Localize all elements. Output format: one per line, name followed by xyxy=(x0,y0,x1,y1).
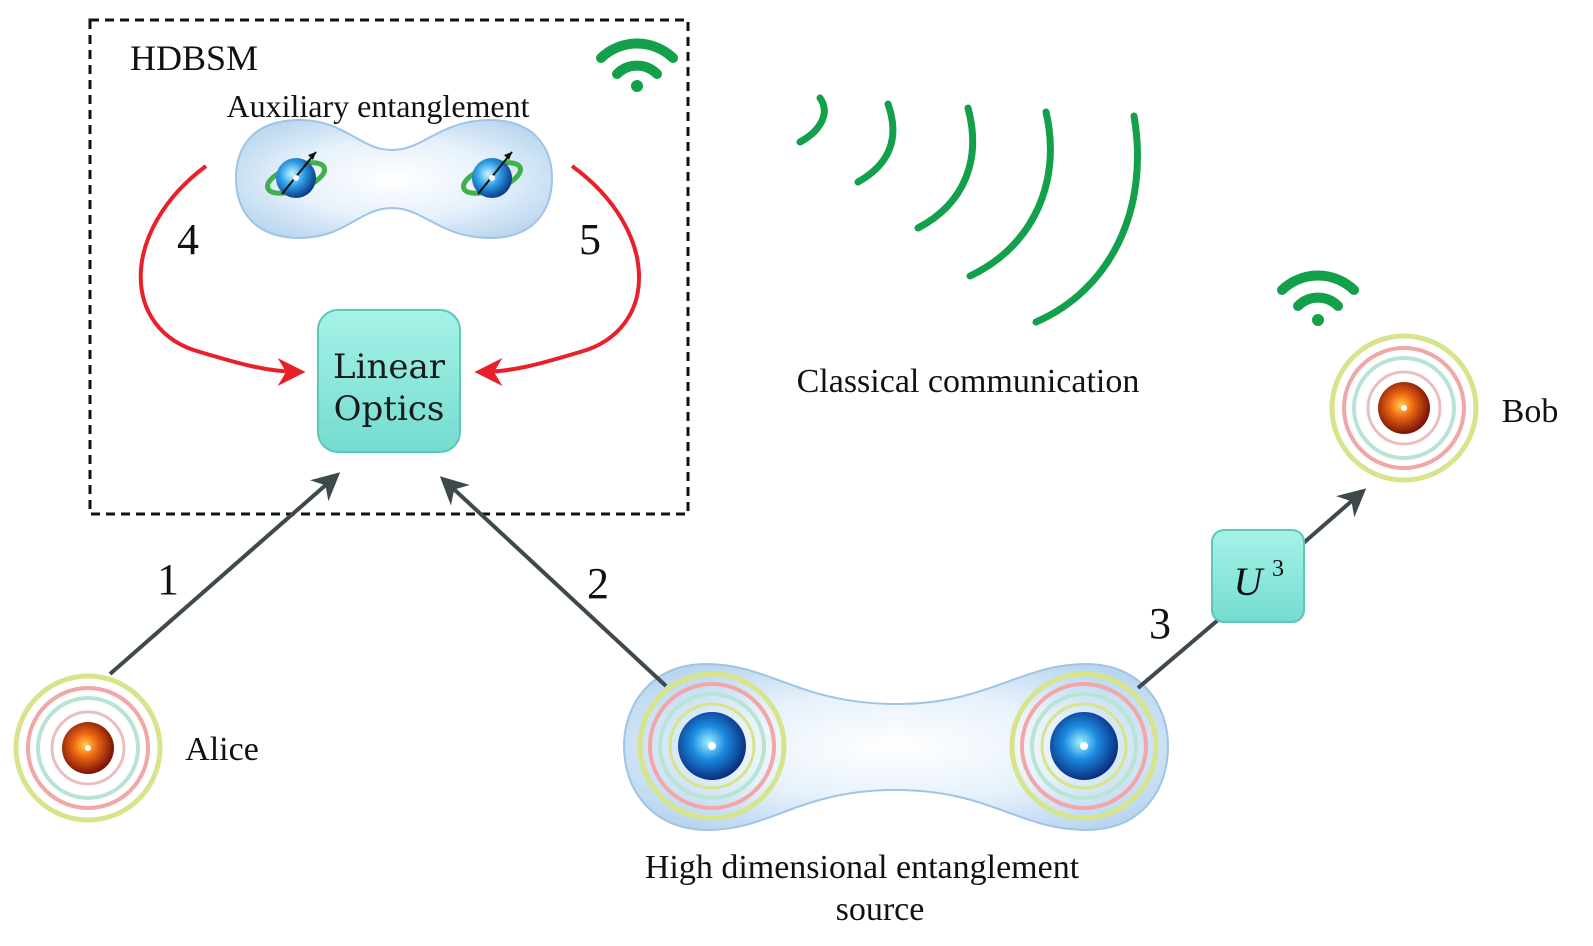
step-3-label: 3 xyxy=(1149,599,1171,648)
photon-icon xyxy=(13,673,163,823)
photon-icon xyxy=(1329,333,1479,483)
source-label-line1: High dimensional entanglement xyxy=(645,849,1080,886)
arrow-step-2 xyxy=(439,476,668,688)
unitary-exponent: 3 xyxy=(1272,556,1284,582)
auxiliary-entanglement-label: Auxiliary entanglement xyxy=(226,88,529,124)
hdbsm-title: HDBSM xyxy=(130,38,258,78)
arrow-step-4 xyxy=(138,164,306,386)
arrow-step-3a xyxy=(1136,618,1220,690)
unitary-box: U 3 xyxy=(1211,529,1305,623)
step-1-label: 1 xyxy=(157,555,179,604)
step-2-label: 2 xyxy=(587,559,609,608)
hdbsm-box xyxy=(88,18,690,516)
arrow-step-3b xyxy=(1298,488,1367,548)
alice-label: Alice xyxy=(185,731,259,768)
step-5-label: 5 xyxy=(579,215,601,264)
bob-label: Bob xyxy=(1502,393,1559,430)
photon-icon xyxy=(1009,671,1159,821)
classical-communication-label: Classical communication xyxy=(797,363,1140,400)
linear-optics-box: Linear Optics xyxy=(317,309,461,453)
arrow-step-5 xyxy=(474,164,641,386)
unitary-base: U xyxy=(1234,559,1266,604)
arrow-step-1 xyxy=(108,472,341,676)
atom-icon xyxy=(461,151,523,198)
wifi-icon xyxy=(1277,270,1359,326)
wifi-icon xyxy=(596,38,678,92)
step-4-label: 4 xyxy=(177,215,199,264)
signal-waves-icon xyxy=(796,94,1141,326)
auxiliary-entanglement-blob xyxy=(234,118,554,240)
photon-icon xyxy=(637,671,787,821)
linear-optics-line1: Linear xyxy=(333,347,446,387)
atom-icon xyxy=(265,151,327,198)
source-label-line2: source xyxy=(836,891,925,928)
entanglement-source-blob xyxy=(622,662,1170,832)
linear-optics-line2: Optics xyxy=(334,389,445,429)
